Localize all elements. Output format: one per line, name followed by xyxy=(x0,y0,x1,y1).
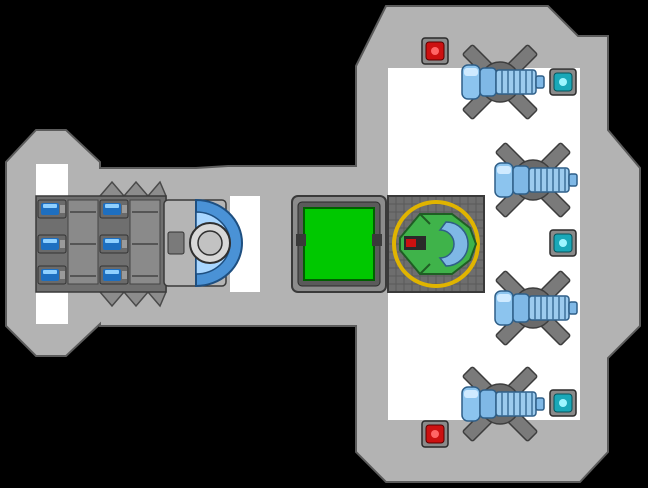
pilot-icon xyxy=(387,195,485,293)
fuel-tank-bay xyxy=(35,180,167,308)
console-icon xyxy=(291,195,387,293)
reactor-icon xyxy=(163,198,243,288)
